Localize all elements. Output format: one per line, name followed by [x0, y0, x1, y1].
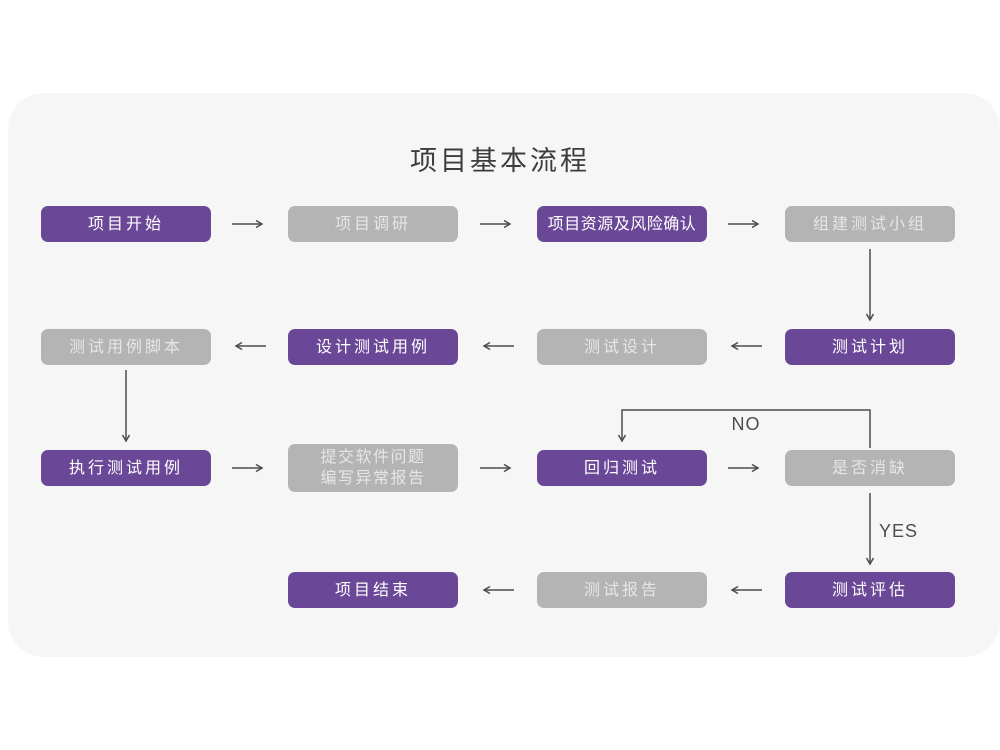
edge-label-yes: YES: [879, 521, 919, 541]
node-design-test-cases: 设计测试用例: [288, 329, 458, 365]
node-defect-cleared: 是否消缺: [785, 450, 955, 486]
node-project-research: 项目调研: [288, 206, 458, 242]
node-submit-issues-write-report: 提交软件问题 编写异常报告: [288, 444, 458, 492]
node-build-test-team: 组建测试小组: [785, 206, 955, 242]
node-project-start: 项目开始: [41, 206, 211, 242]
page-title: 项目基本流程: [410, 146, 590, 176]
node-test-report: 测试报告: [537, 572, 707, 608]
node-test-evaluation: 测试评估: [785, 572, 955, 608]
flowchart-card: [8, 93, 1000, 657]
node-test-plan: 测试计划: [785, 329, 955, 365]
node-regression-test: 回归测试: [537, 450, 707, 486]
node-test-design: 测试设计: [537, 329, 707, 365]
node-test-case-script: 测试用例脚本: [41, 329, 211, 365]
edge-label-no: NO: [731, 414, 761, 434]
node-project-end: 项目结束: [288, 572, 458, 608]
node-resource-risk-confirm: 项目资源及风险确认: [537, 206, 707, 242]
node-execute-test-cases: 执行测试用例: [41, 450, 211, 486]
